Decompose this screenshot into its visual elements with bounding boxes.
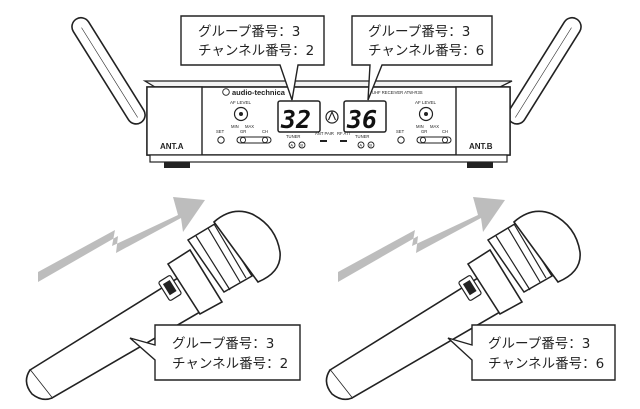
display-left: 32	[277, 100, 321, 134]
brand-logo: audio-technica	[222, 88, 286, 97]
callout-bottom-right-channel: チャンネル番号：6	[488, 356, 604, 372]
gr-label-left: GR	[240, 129, 246, 134]
callout-top-right-channel: チャンネル番号：6	[368, 43, 484, 59]
tuner-label-left: TUNER	[286, 134, 300, 139]
svg-text:A: A	[290, 143, 293, 148]
max-label-left: MAX	[245, 124, 254, 129]
ch-label-left: CH	[262, 129, 268, 134]
set-button-right[interactable]	[397, 136, 405, 144]
gr-label-right: GR	[421, 129, 427, 134]
af-level-knob-right[interactable]	[418, 106, 434, 122]
model-label: UHF RECEIVER ATW-R3S	[372, 90, 423, 95]
callout-bottom-left: グループ番号：3 チャンネル番号：2	[129, 324, 301, 381]
microphone-left	[25, 210, 281, 401]
set-label-left: SET	[216, 129, 225, 134]
brand-emblem-icon	[325, 110, 339, 124]
set-button-left[interactable]	[217, 136, 225, 144]
tuner-indicators-left: A B	[288, 141, 306, 149]
af-level-label-left: AF LEVEL	[230, 100, 252, 105]
ant-pair-label: ANT PAIR	[315, 131, 334, 136]
rf-att-indicator	[340, 140, 347, 142]
callout-top-right: グループ番号：3 チャンネル番号：6	[351, 15, 493, 101]
svg-text:A: A	[359, 143, 362, 148]
min-label-left: MIN	[231, 124, 239, 129]
af-level-knob-left[interactable]	[233, 106, 249, 122]
receiver-unit	[142, 80, 513, 168]
max-label-right: MAX	[430, 124, 439, 129]
signal-arrow-left	[38, 197, 205, 282]
rf-att-label: RF ATT	[337, 131, 352, 136]
callout-top-right-group: グループ番号：3	[368, 24, 470, 40]
callout-top-left-channel: チャンネル番号：2	[198, 43, 314, 59]
ant-b-label: ANT.B	[469, 142, 493, 151]
tuner-indicators-right: A B	[357, 141, 375, 149]
svg-text:B: B	[369, 143, 372, 148]
set-label-right: SET	[396, 129, 405, 134]
min-label-right: MIN	[416, 124, 424, 129]
ant-pair-indicator	[320, 140, 327, 142]
callout-bottom-left-channel: チャンネル番号：2	[172, 356, 288, 372]
callout-bottom-left-group: グループ番号：3	[172, 336, 274, 352]
gr-ch-buttons-right[interactable]	[416, 136, 452, 144]
gr-ch-buttons-left[interactable]	[236, 136, 272, 144]
callout-top-left-group: グループ番号：3	[198, 24, 300, 40]
ch-label-right: CH	[442, 129, 448, 134]
ant-a-label: ANT.A	[160, 142, 184, 151]
tuner-label-right: TUNER	[355, 134, 369, 139]
af-level-label-right: AF LEVEL	[415, 100, 437, 105]
callout-bottom-right: グループ番号：3 チャンネル番号：6	[447, 324, 616, 381]
svg-text:B: B	[300, 143, 303, 148]
microphone-right	[325, 210, 581, 401]
svg-text:36: 36	[346, 105, 377, 134]
svg-text:audio-technica: audio-technica	[232, 88, 286, 97]
display-right: 36	[343, 100, 387, 134]
callout-top-left: グループ番号：3 チャンネル番号：2	[180, 15, 325, 101]
callout-bottom-right-group: グループ番号：3	[488, 336, 590, 352]
svg-text:32: 32	[280, 105, 311, 134]
signal-arrow-right	[338, 197, 505, 282]
